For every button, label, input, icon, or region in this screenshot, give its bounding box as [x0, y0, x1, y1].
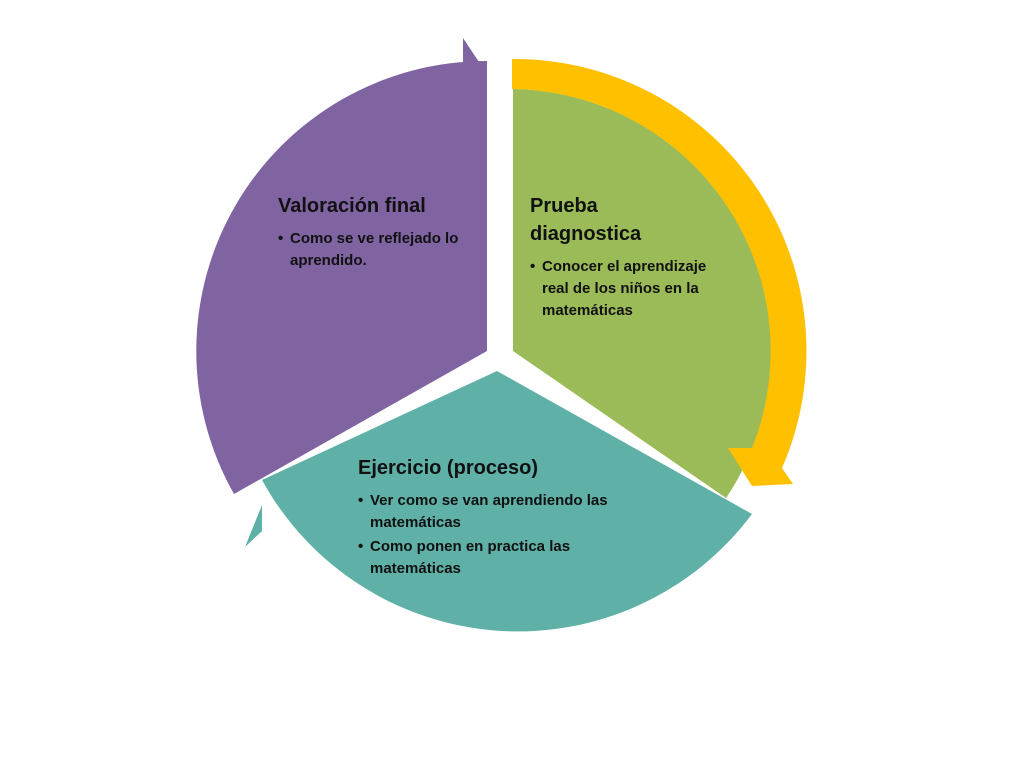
ejercicio-bullet-list: Ver como se van aprendiendo las matemáti… — [358, 490, 658, 580]
valoracion-title: Valoración final — [278, 195, 426, 217]
valoracion-text-block: Valoración final Como se ve reflejado lo… — [278, 192, 478, 274]
ejercicio-title: Ejercicio (proceso) — [358, 457, 539, 479]
valoracion-bullet: Como se ve reflejado lo aprendido. — [278, 228, 478, 272]
prueba-bullet-list: Conocer el aprendizaje real de los niños… — [530, 256, 710, 322]
ejercicio-text-block: Ejercicio (proceso) Ver como se van apre… — [358, 454, 658, 582]
ejercicio-bullet-2: Como ponen en practica las matemáticas — [358, 536, 658, 580]
prueba-text-block: Prueba diagnostica Conocer el aprendizaj… — [530, 192, 710, 324]
valoracion-bullet-list: Como se ve reflejado lo aprendido. — [278, 228, 478, 272]
prueba-title: Prueba diagnostica — [530, 195, 642, 245]
prueba-progress-arrow — [512, 58, 807, 486]
valoracion-wedge — [196, 60, 487, 494]
ejercicio-arrowhead-icon — [245, 505, 262, 547]
ejercicio-bullet-1: Ver como se van aprendiendo las matemáti… — [358, 490, 658, 534]
prueba-bullet: Conocer el aprendizaje real de los niños… — [530, 256, 710, 322]
valoracion-arrowhead-icon — [463, 38, 487, 80]
